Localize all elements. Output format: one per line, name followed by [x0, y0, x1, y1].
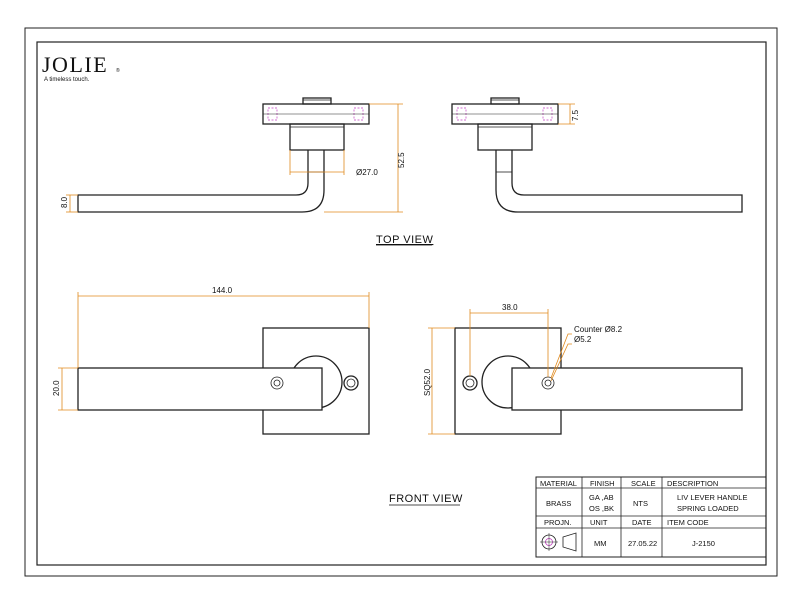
top-left-lever	[77, 150, 325, 213]
top-view-label: TOP VIEW	[376, 234, 434, 246]
front-view-left: 144.0 20.0	[52, 286, 370, 435]
front-right-fixing-inner	[465, 378, 475, 388]
brand-registered-mark: ®	[116, 67, 120, 74]
header-material: MATERIAL	[540, 479, 577, 488]
top-view-left: 8.0 52.5 Ø27.0	[60, 97, 406, 213]
brand-tagline: A timeless touch.	[44, 77, 90, 83]
title-block: MATERIAL FINISH SCALE DESCRIPTION BRASS …	[535, 476, 767, 558]
cell-scale: NTS	[633, 499, 648, 508]
front-right-lever	[511, 367, 743, 411]
front-right-fixing-outer	[462, 375, 478, 391]
front-view-right: 38.0 SQ52.0 Counter Ø8.2 Ø5.2	[423, 303, 743, 435]
cell-finish-2: OS ,BK	[589, 504, 614, 513]
cell-description-2: SPRING LOADED	[677, 504, 739, 513]
front-right-screw-hole	[544, 379, 552, 387]
top-left-neck	[307, 149, 325, 173]
header-item-code: ITEM CODE	[667, 518, 709, 527]
note-counter-bore: Counter Ø8.2	[574, 325, 623, 334]
header-finish: FINISH	[590, 479, 615, 488]
inner-border	[36, 41, 767, 566]
cell-item-code: J-2150	[692, 539, 715, 548]
top-left-spindle-cap	[302, 97, 332, 105]
cell-unit: MM	[594, 539, 607, 548]
top-right-rose	[477, 123, 533, 151]
front-left-fixing-inner	[346, 378, 356, 388]
projection-symbol-icon	[540, 532, 577, 552]
header-unit: UNIT	[590, 518, 608, 527]
top-view-right: 7.5	[451, 97, 743, 213]
cell-finish-1: GA ,AB	[589, 493, 614, 502]
dim-front-width: 20.0	[52, 380, 61, 396]
header-projection: PROJN.	[544, 518, 572, 527]
dim-top-lever-thickness: 8.0	[60, 196, 69, 208]
top-right-lever	[495, 150, 743, 213]
dim-top-plate-thickness: 7.5	[571, 109, 580, 121]
top-left-rose	[289, 123, 345, 151]
dim-top-projection: 52.5	[397, 152, 406, 168]
dim-front-length: 144.0	[212, 286, 233, 295]
header-description: DESCRIPTION	[667, 479, 718, 488]
note-hole-diameter: Ø5.2	[574, 335, 592, 344]
header-date: DATE	[632, 518, 651, 527]
top-right-neck	[495, 149, 513, 173]
front-left-screw-counterbore	[270, 376, 284, 390]
front-view-label: FRONT VIEW	[389, 493, 463, 505]
brand-name: JOLIE	[42, 52, 108, 77]
header-scale: SCALE	[631, 479, 656, 488]
cell-description-1: LIV LEVER HANDLE	[677, 493, 747, 502]
dim-top-rose-diameter: Ø27.0	[356, 168, 378, 177]
front-left-lever	[77, 367, 323, 411]
dim-front-plate: SQ52.0	[423, 368, 432, 396]
front-left-screw-hole	[273, 379, 281, 387]
top-right-spindle-cap	[490, 97, 520, 105]
front-left-fixing-outer	[343, 375, 359, 391]
cell-date: 27.05.22	[628, 539, 657, 548]
outer-border	[24, 27, 778, 577]
cell-material: BRASS	[546, 499, 571, 508]
dim-front-offset: 38.0	[502, 303, 518, 312]
